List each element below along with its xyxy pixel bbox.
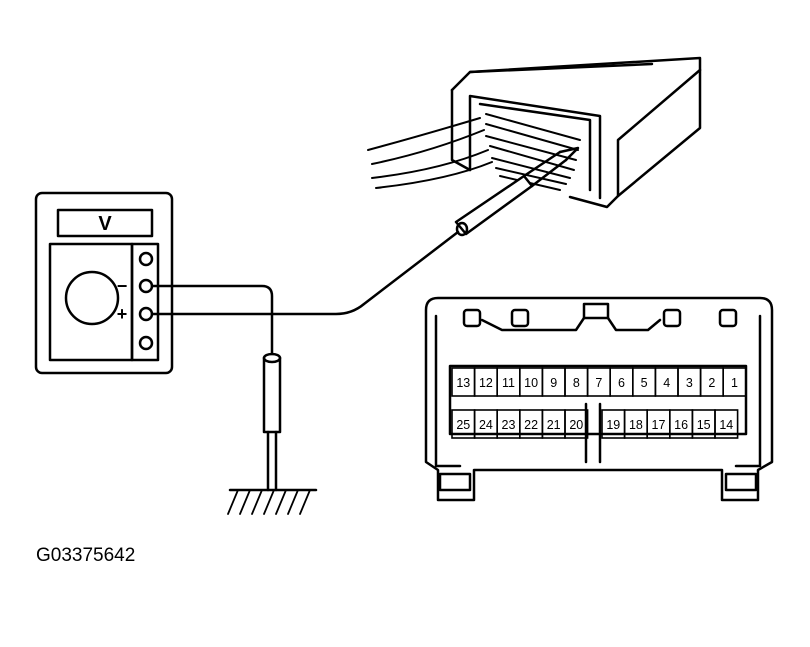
meter-display-label: V <box>98 213 112 235</box>
connector-pin-label: 20 <box>569 418 583 432</box>
connector-pin-label: 19 <box>606 418 620 432</box>
connector-pin-label: 23 <box>502 418 516 432</box>
ground-probe <box>262 352 282 492</box>
connector-pin-label: 8 <box>573 376 580 390</box>
connector-pin-label: 1 <box>731 376 738 390</box>
connector-pin-label: 18 <box>629 418 643 432</box>
meter-terminal-plus <box>138 306 154 322</box>
connector-pin-label: 10 <box>524 376 538 390</box>
connector-face <box>424 296 774 502</box>
ground-symbol <box>227 488 318 515</box>
connector-pin-label: 5 <box>641 376 648 390</box>
connector-pin-label: 14 <box>719 418 733 432</box>
connector-pin-label: 21 <box>547 418 561 432</box>
connector-pin-cell <box>722 367 747 397</box>
wire-harness <box>367 113 581 191</box>
connector-probe <box>454 146 580 237</box>
connector-pin-label: 24 <box>479 418 493 432</box>
connector-pin-label: 15 <box>697 418 711 432</box>
connector-pin-label: 12 <box>479 376 493 390</box>
test-leads <box>150 230 460 356</box>
meter-terminal-minus <box>138 278 154 294</box>
connector-pin-label: 22 <box>524 418 538 432</box>
connector-pin-label: 2 <box>708 376 715 390</box>
connector-pin-label: 16 <box>674 418 688 432</box>
connector-pin-label: 6 <box>618 376 625 390</box>
connector-pin-label: 17 <box>652 418 666 432</box>
figure-id: G03375642 <box>36 545 136 566</box>
connector-pin-label: 13 <box>456 376 470 390</box>
meter-plus-label: + <box>117 304 128 324</box>
connector-pin-label: 4 <box>663 376 670 390</box>
multimeter <box>34 191 174 375</box>
connector-pin-cell <box>564 409 589 439</box>
connector-pin-cell <box>714 409 739 439</box>
connector-pin-label: 9 <box>550 376 557 390</box>
connector-pin-label: 3 <box>686 376 693 390</box>
meter-terminal-4 <box>138 335 154 351</box>
connector-pin-label: 7 <box>595 376 602 390</box>
control-unit <box>450 56 702 209</box>
connector-pin-label: 11 <box>502 376 515 390</box>
meter-minus-label: − <box>117 276 128 296</box>
meter-terminal-1 <box>138 251 154 267</box>
connector-pin-label: 25 <box>456 418 470 432</box>
